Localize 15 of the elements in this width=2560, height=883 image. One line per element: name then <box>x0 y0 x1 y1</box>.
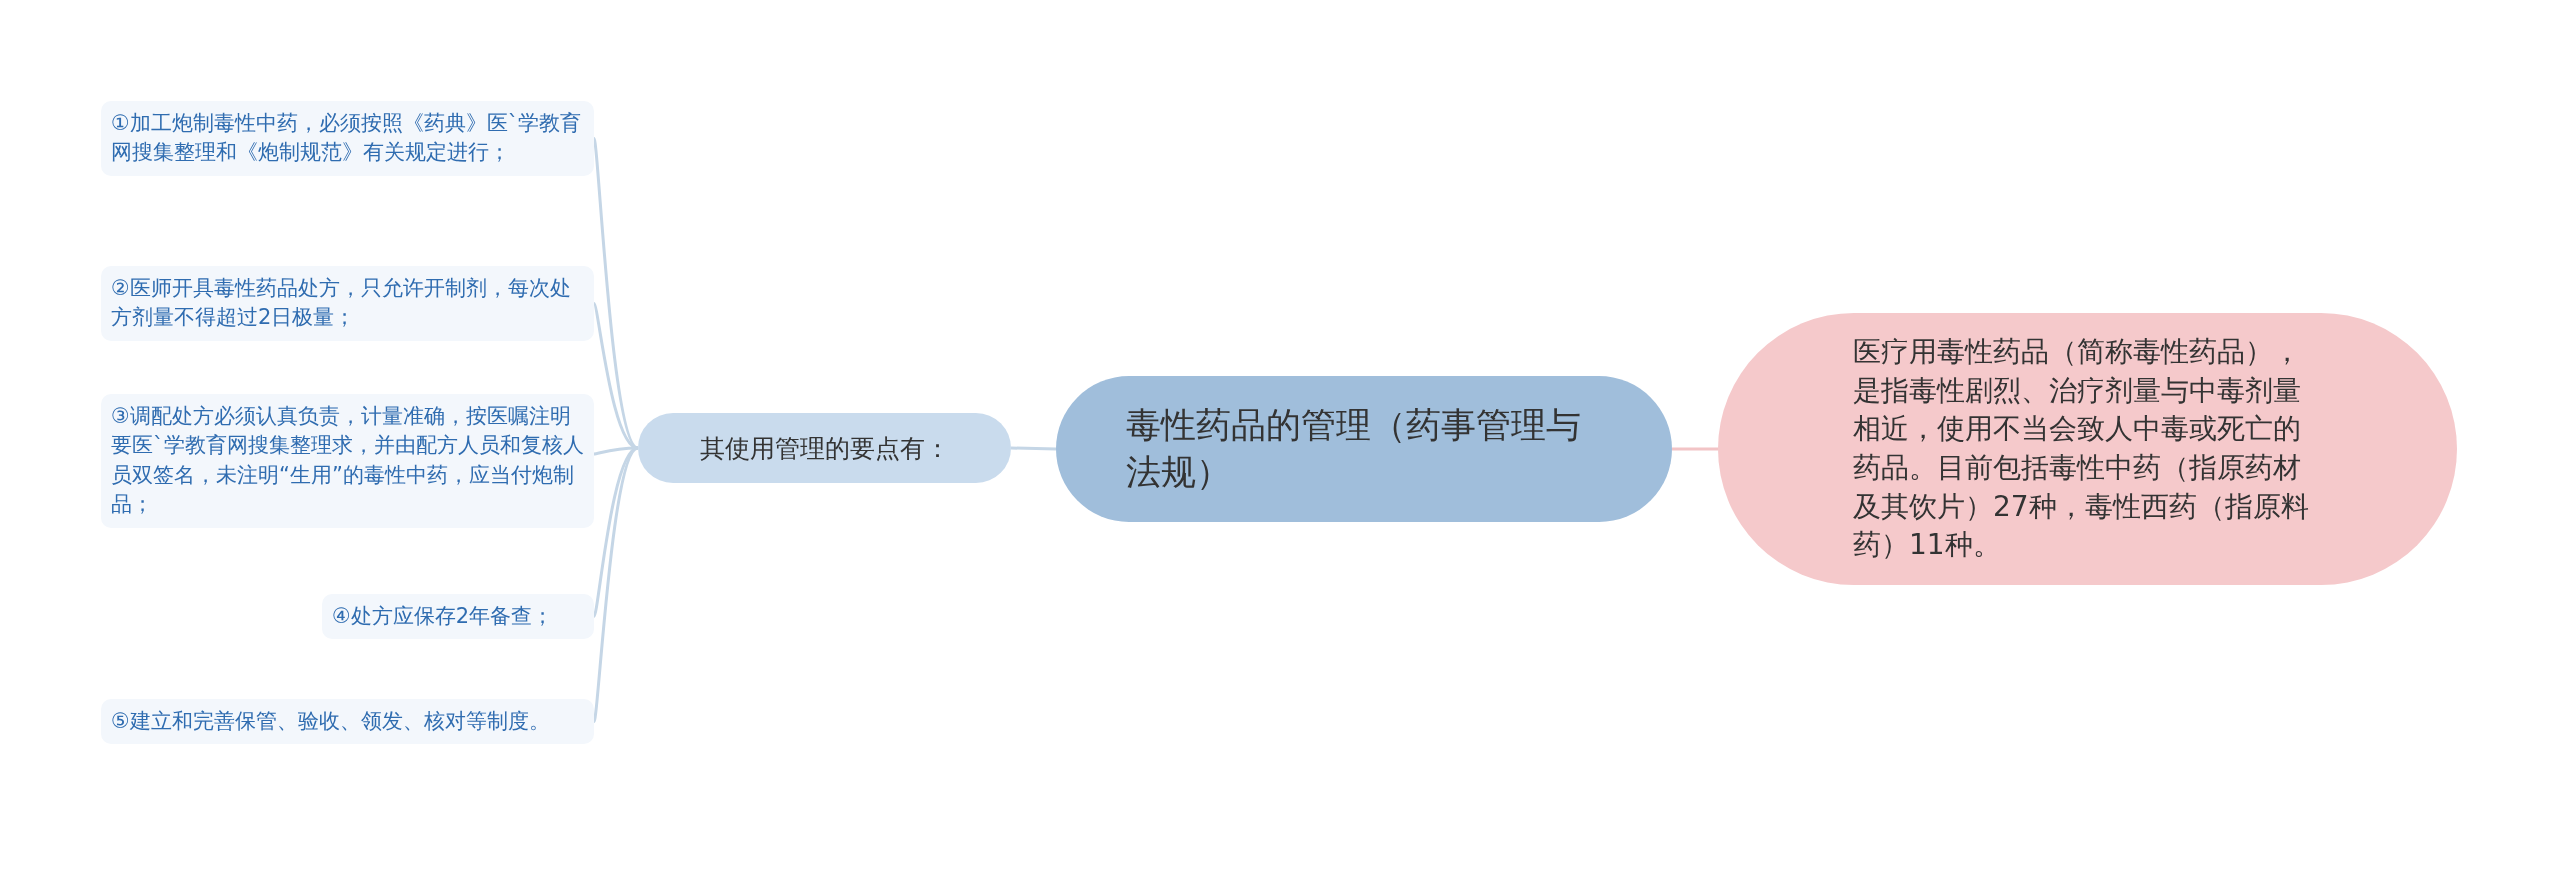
node-text: ⑤建立和完善保管、验收、领发、核对等制度。 <box>111 708 550 735</box>
connector-line <box>1672 447 1718 451</box>
note-card <box>101 394 594 528</box>
node-text: ②医师开具毒性药品处方，只允许开制剂，每次处方剂量不得超过2日极量； <box>111 275 572 332</box>
node-text: 其使用管理的要点有： <box>699 432 950 465</box>
connector-line <box>1010 446 1057 451</box>
note-card <box>101 699 594 745</box>
node-text: ③调配处方必须认真负责，计量准确，按医嘱注明要医`学教育网搜集整理求，并由配方人员和复核人员双签名，未注明“生用”的毒性中药，应当付炮制品； <box>111 403 584 519</box>
note-card <box>101 101 594 176</box>
note-card <box>101 266 594 341</box>
note-card <box>322 594 594 640</box>
node-text: ④处方应保存2年备查； <box>332 603 554 630</box>
node-text: 毒性药品的管理（药事管理与法规） <box>1126 404 1582 494</box>
node-text: ①加工炮制毒性中药，必须按照《药典》医`学教育网搜集整理和《炮制规范》有关规定进行； <box>111 110 583 167</box>
node-text: 医疗用毒性药品（简称毒性药品），是指毒性剧烈、治疗剂量与中毒剂量相近，使用不当会致人中毒或死亡的药品。目前包括毒性中药（指原药材及其饮片）27种，毒性西药（指原料药）11种。 <box>1853 334 2310 564</box>
